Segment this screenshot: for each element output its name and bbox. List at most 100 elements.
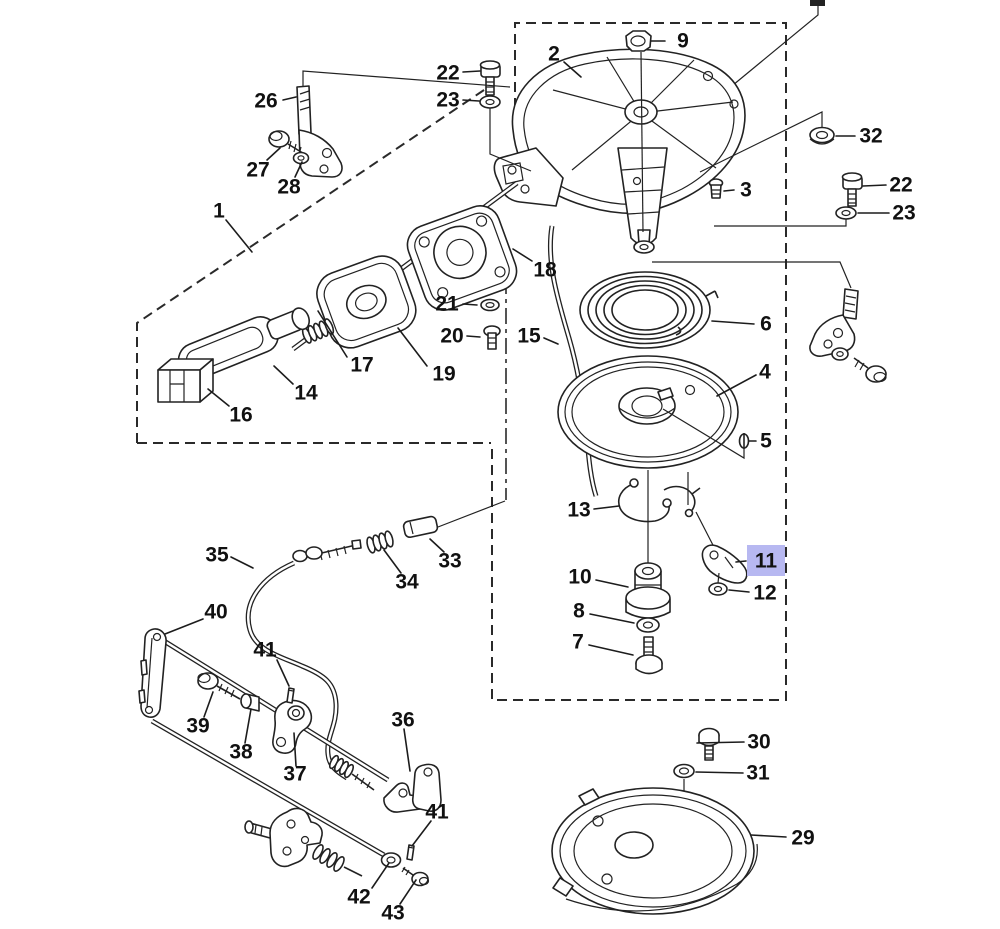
part-number-37-39[interactable]: 37 bbox=[283, 763, 306, 786]
part-number-43-43[interactable]: 43 bbox=[381, 902, 404, 925]
part-number-23-10[interactable]: 23 bbox=[892, 202, 915, 225]
part-number-16-22[interactable]: 16 bbox=[229, 404, 252, 427]
bracket-26-left bbox=[296, 70, 511, 178]
drive-pawl-11 bbox=[701, 544, 748, 584]
part-number-5-18[interactable]: 5 bbox=[760, 430, 772, 453]
washer-8 bbox=[636, 617, 660, 633]
part-number-20-14[interactable]: 20 bbox=[440, 325, 463, 348]
part-number-4-17[interactable]: 4 bbox=[759, 361, 771, 384]
part-number-41-41[interactable]: 41 bbox=[425, 801, 449, 824]
part-number-39-37[interactable]: 39 bbox=[186, 715, 209, 738]
leader-line-42 bbox=[371, 862, 390, 889]
part-number-30-29[interactable]: 30 bbox=[747, 731, 770, 754]
part-number-11-24[interactable]: 11 bbox=[755, 550, 778, 573]
leader-line-16 bbox=[207, 388, 230, 407]
part-number-12-25[interactable]: 12 bbox=[753, 582, 776, 605]
bolt-43 bbox=[401, 866, 430, 887]
leader-line-27 bbox=[266, 147, 281, 161]
part-number-40-35[interactable]: 40 bbox=[204, 601, 227, 624]
leader-line-39 bbox=[203, 691, 214, 718]
part-number-38-38[interactable]: 38 bbox=[229, 741, 253, 764]
leader-line-41 bbox=[276, 659, 290, 687]
part-number-42-42[interactable]: 42 bbox=[347, 886, 370, 909]
leader-line-7 bbox=[588, 644, 634, 656]
part-number-8-27[interactable]: 8 bbox=[573, 600, 585, 623]
part-number-14-21[interactable]: 14 bbox=[294, 382, 318, 405]
leader-line-1 bbox=[225, 219, 253, 253]
part-number-22-9[interactable]: 22 bbox=[889, 174, 912, 197]
group-box-1 bbox=[136, 85, 491, 444]
part-number-9-0[interactable]: 9 bbox=[677, 30, 689, 53]
spring-clip-13 bbox=[617, 478, 701, 523]
part-number-2-1[interactable]: 2 bbox=[548, 43, 560, 66]
part-number-17-19[interactable]: 17 bbox=[350, 354, 373, 377]
part-number-13-23[interactable]: 13 bbox=[567, 499, 590, 522]
part-number-21-13[interactable]: 21 bbox=[435, 293, 459, 316]
pin-41b bbox=[406, 844, 415, 861]
part-number-1-7[interactable]: 1 bbox=[213, 200, 225, 223]
spring-17 bbox=[301, 318, 335, 344]
plate-18 bbox=[406, 205, 518, 311]
leader-line-33 bbox=[429, 538, 445, 553]
starter-case bbox=[493, 48, 746, 254]
part-number-33-34[interactable]: 33 bbox=[438, 550, 461, 573]
part-number-32-8[interactable]: 32 bbox=[859, 125, 882, 148]
part-number-34-33[interactable]: 34 bbox=[395, 571, 419, 594]
leader-line-3 bbox=[723, 189, 735, 192]
starter-rope-15 bbox=[547, 225, 599, 497]
bushing-10 bbox=[625, 562, 671, 619]
bolt-3 bbox=[708, 178, 724, 199]
leader-line-2 bbox=[563, 61, 582, 78]
part-number-6-16[interactable]: 6 bbox=[760, 313, 772, 336]
washer-42 bbox=[380, 852, 402, 868]
spring-rod-42-area bbox=[312, 844, 363, 877]
part-number-28-6[interactable]: 28 bbox=[277, 176, 301, 199]
bolt-27-left bbox=[268, 130, 307, 156]
spring-34 bbox=[366, 530, 394, 554]
part-number-18-12[interactable]: 18 bbox=[533, 259, 557, 282]
part-number-15-15[interactable]: 15 bbox=[517, 325, 541, 348]
washer-12 bbox=[708, 572, 728, 596]
part-number-19-20[interactable]: 19 bbox=[432, 363, 455, 386]
part-number-26-4[interactable]: 26 bbox=[254, 90, 277, 113]
part-number-35-32[interactable]: 35 bbox=[205, 544, 229, 567]
part-number-29-31[interactable]: 29 bbox=[791, 827, 814, 850]
leader-line-30 bbox=[696, 741, 745, 744]
leader-line-17 bbox=[317, 310, 348, 358]
washer-28-left bbox=[292, 151, 310, 165]
nut-9 bbox=[625, 30, 652, 52]
lever-36 bbox=[383, 763, 442, 813]
cable-end-spring bbox=[328, 754, 375, 791]
bolt-30 bbox=[698, 727, 720, 761]
part-number-41-36[interactable]: 41 bbox=[253, 639, 277, 662]
leader-line-38 bbox=[244, 708, 252, 744]
bolt-39 bbox=[197, 672, 241, 700]
part-number-23-3[interactable]: 23 bbox=[436, 89, 459, 112]
sleeve-33 bbox=[402, 515, 439, 539]
sheave-drum-4 bbox=[557, 355, 739, 469]
part-number-10-26[interactable]: 10 bbox=[568, 566, 591, 589]
cover-plate-19 bbox=[316, 255, 417, 349]
bolt-22-right bbox=[841, 172, 863, 207]
part-number-22-2[interactable]: 22 bbox=[436, 62, 459, 85]
spiral-spring-6 bbox=[579, 271, 719, 349]
leader-line-8 bbox=[589, 613, 635, 624]
leader-line-40 bbox=[164, 618, 204, 635]
washer-23-right bbox=[714, 206, 857, 227]
leader-line-18 bbox=[512, 248, 533, 262]
leader-line-41 bbox=[411, 820, 432, 847]
leader-line-35 bbox=[230, 556, 254, 569]
part-number-3-11[interactable]: 3 bbox=[740, 179, 752, 202]
bell-crank bbox=[244, 807, 323, 868]
leader-line-29 bbox=[750, 834, 787, 838]
leader-line-28 bbox=[294, 161, 303, 178]
leader-line-20 bbox=[466, 335, 481, 338]
part-number-27-5[interactable]: 27 bbox=[246, 159, 269, 182]
leader-line-14 bbox=[273, 365, 294, 385]
leader-line-34 bbox=[383, 549, 402, 574]
part-number-31-30[interactable]: 31 bbox=[746, 762, 770, 785]
lever-37 bbox=[272, 699, 313, 754]
part-number-7-28[interactable]: 7 bbox=[572, 631, 584, 654]
damper-block-16 bbox=[157, 358, 214, 403]
part-number-36-40[interactable]: 36 bbox=[391, 709, 414, 732]
